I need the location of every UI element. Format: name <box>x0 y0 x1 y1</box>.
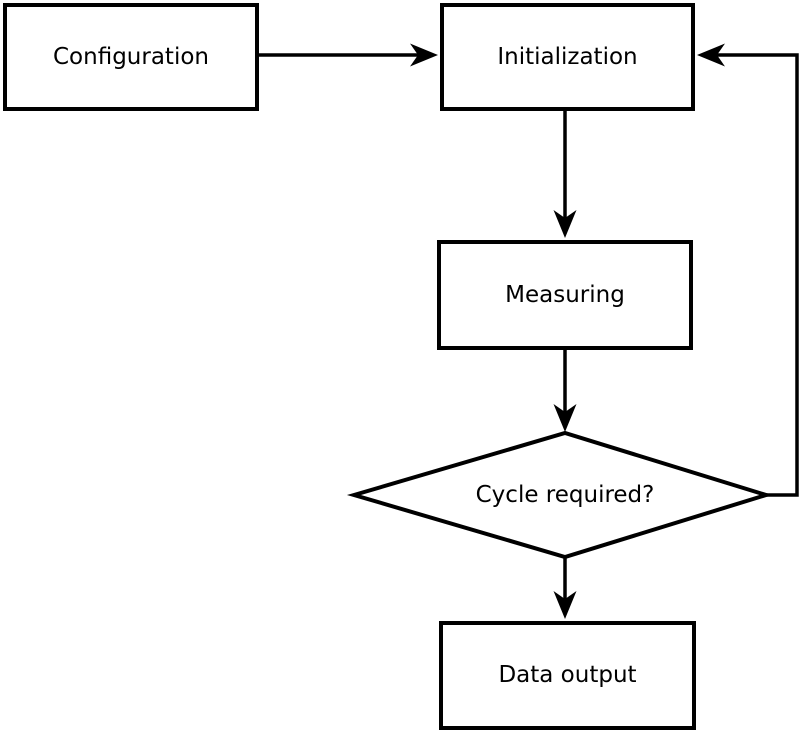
node-cycle-required-shape <box>346 430 773 560</box>
node-initialization: Initialization <box>440 3 695 111</box>
node-measuring-label: Measuring <box>505 281 625 308</box>
node-configuration-label: Configuration <box>53 43 209 70</box>
node-configuration: Configuration <box>3 3 259 111</box>
edge-cycle-required-to-data-output-arrowhead <box>553 591 577 619</box>
edge-cycle-required-to-initialization-arrowhead <box>697 43 725 67</box>
edge-configuration-to-initialization-arrowhead <box>410 43 438 67</box>
node-data-output: Data output <box>439 621 696 730</box>
node-measuring: Measuring <box>437 240 693 350</box>
node-initialization-label: Initialization <box>497 43 638 70</box>
node-cycle-required: Cycle required? <box>415 478 715 512</box>
node-cycle-required-label: Cycle required? <box>475 481 655 508</box>
edge-initialization-to-measuring-arrowhead <box>553 210 577 238</box>
node-data-output-label: Data output <box>498 662 637 688</box>
edge-cycle-required-to-initialization-line <box>717 53 799 497</box>
edge-measuring-to-cycle-required-arrowhead <box>553 404 577 432</box>
